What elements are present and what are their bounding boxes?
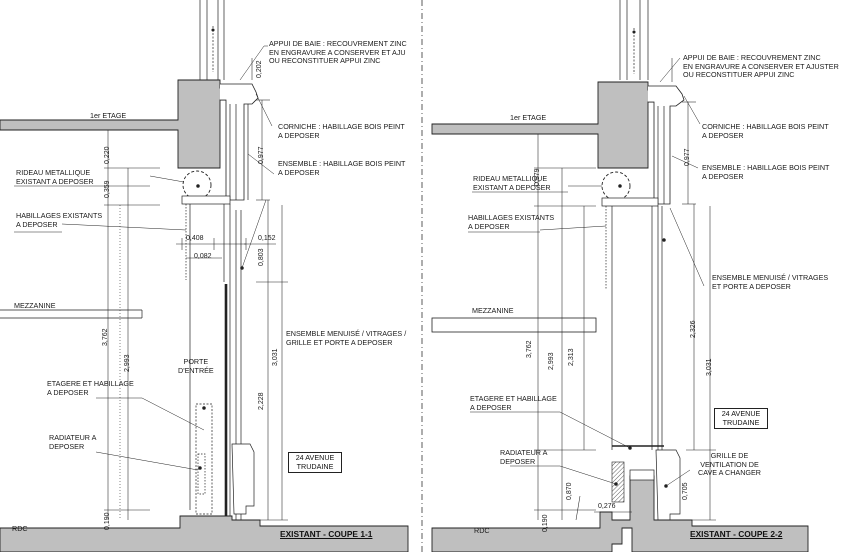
right-dim-0977: 0,977	[684, 148, 691, 166]
left-mezzanine-label: MEZZANINE	[14, 301, 56, 310]
right-etage-label: 1er ETAGE	[510, 113, 547, 122]
right-section-linework	[431, 0, 809, 552]
right-dim-2993: 2,993	[548, 352, 555, 370]
right-rdc-label: RDC	[474, 526, 490, 535]
right-dim-3031: 3,031	[706, 358, 713, 376]
right-mezzanine-label: MEZZANINE	[472, 306, 514, 315]
right-dim-0276: 0,276	[598, 503, 616, 510]
left-dim-3762: 3,762	[102, 328, 109, 346]
left-dim-0220: 0,220	[104, 146, 111, 164]
right-dim-0190: 0,190	[542, 514, 549, 532]
left-ensemble-menuise-label: ENSEMBLE MENUISÉ / VITRAGES /GRILLE ET P…	[286, 329, 407, 347]
left-dim-2228: 2,228	[258, 392, 265, 410]
right-dim-2313: 2,313	[568, 348, 575, 366]
right-dim-2326: 2,326	[690, 320, 697, 338]
left-etage-label: 1er ETAGE	[90, 111, 127, 120]
right-dim-0579: 0,579	[534, 168, 541, 186]
left-dim-0408: 0,408	[186, 235, 204, 242]
left-dim-0082: 0,082	[194, 253, 212, 260]
left-rdc-label: RDC	[12, 524, 28, 533]
left-dim-2993: 2,993	[124, 354, 131, 372]
right-dim-3762: 3,762	[526, 340, 533, 358]
left-dim-0359: 0,359	[104, 180, 111, 198]
left-dim-0202: 0,202	[256, 60, 263, 78]
left-dim-0152: 0,152	[258, 235, 276, 242]
left-dim-0190: 0,190	[104, 512, 111, 530]
right-dim-0705: 0,705	[682, 482, 689, 500]
left-section-linework	[0, 0, 409, 552]
left-section-title: EXISTANT - COUPE 1-1	[280, 529, 373, 539]
left-dim-3031: 3,031	[272, 348, 279, 366]
right-dim-0870: 0,870	[566, 482, 573, 500]
left-dim-0977: 0,977	[258, 146, 265, 164]
right-section-title: EXISTANT - COUPE 2-2	[690, 529, 783, 539]
left-dim-0803: 0,803	[258, 248, 265, 266]
